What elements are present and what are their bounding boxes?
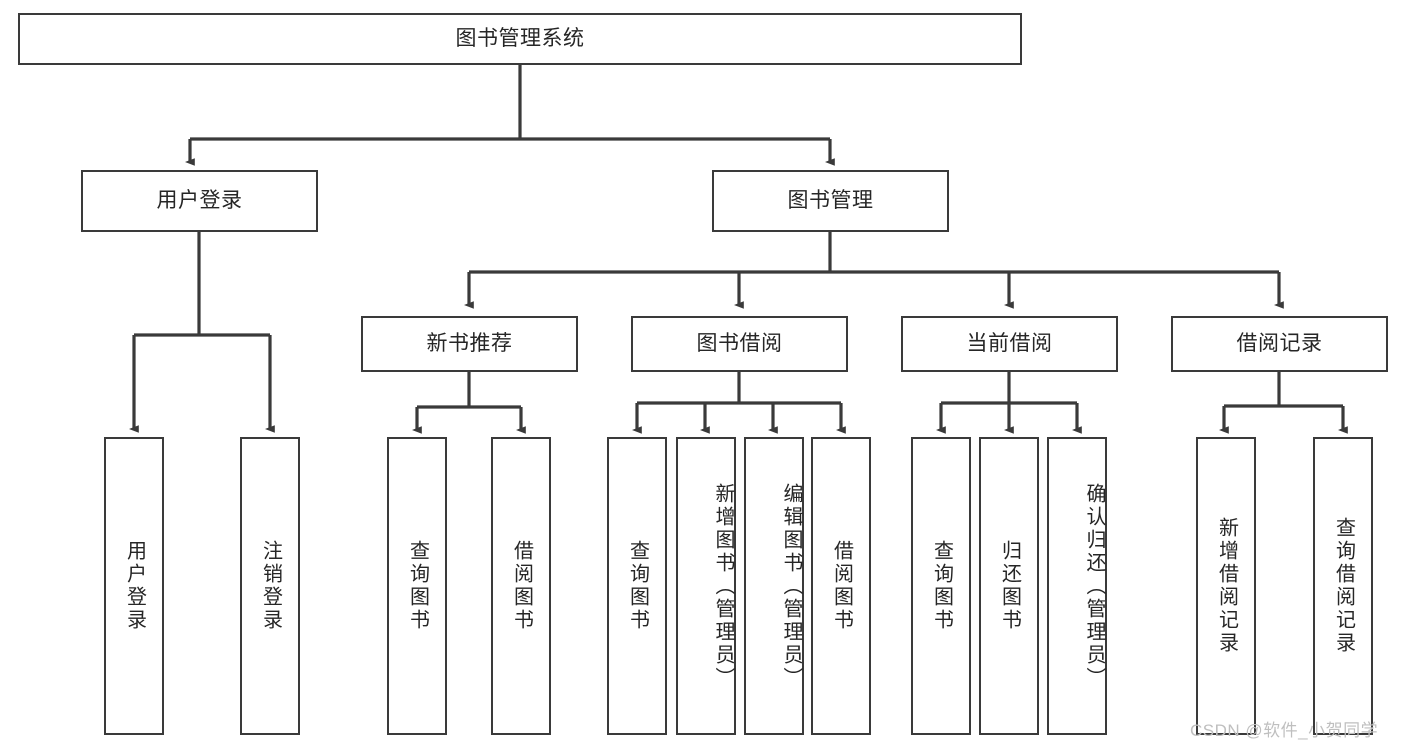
node-leaf-borrow-borrow-label: 借阅图书 [830,540,853,632]
node-current-borrow-label: 当前借阅 [966,331,1053,355]
node-leaf-records-add[interactable]: 新增借阅记录 [1196,437,1256,735]
node-root[interactable]: 图书管理系统 [18,13,1022,65]
node-leaf-current-return-label: 归还图书 [998,540,1021,632]
node-leaf-current-query[interactable]: 查询图书 [911,437,971,735]
node-leaf-newbook-borrow[interactable]: 借阅图书 [491,437,551,735]
node-leaf-borrow-edit-label: 编辑图书（管理员） [780,482,802,690]
node-new-book-recommend[interactable]: 新书推荐 [361,316,578,372]
node-leaf-borrow-query[interactable]: 查询图书 [607,437,667,735]
node-book-borrow-label: 图书借阅 [696,331,783,355]
node-borrow-records[interactable]: 借阅记录 [1171,316,1388,372]
node-leaf-current-confirm-label: 确认归还（管理员） [1083,482,1105,690]
node-leaf-user-login[interactable]: 用户登录 [104,437,164,735]
node-leaf-borrow-edit[interactable]: 编辑图书（管理员） [744,437,804,735]
node-leaf-records-query-label: 查询借阅记录 [1332,517,1355,655]
node-leaf-borrow-add[interactable]: 新增图书（管理员） [676,437,736,735]
node-current-borrow[interactable]: 当前借阅 [901,316,1118,372]
node-leaf-newbook-query[interactable]: 查询图书 [387,437,447,735]
node-leaf-user-login-label: 用户登录 [123,540,146,632]
node-leaf-current-query-label: 查询图书 [930,540,953,632]
node-book-management-label: 图书管理 [787,188,874,212]
node-borrow-records-label: 借阅记录 [1236,331,1323,355]
node-leaf-user-logout-label: 注销登录 [259,540,282,632]
node-leaf-current-confirm[interactable]: 确认归还（管理员） [1047,437,1107,735]
node-leaf-borrow-add-label: 新增图书（管理员） [712,482,734,690]
node-leaf-borrow-borrow[interactable]: 借阅图书 [811,437,871,735]
node-root-label: 图书管理系统 [455,26,585,50]
node-new-book-recommend-label: 新书推荐 [426,331,513,355]
node-leaf-current-return[interactable]: 归还图书 [979,437,1039,735]
csdn-watermark: CSDN @软件_小贺同学 [1190,721,1379,740]
node-leaf-borrow-query-label: 查询图书 [626,540,649,632]
node-book-management[interactable]: 图书管理 [712,170,949,232]
node-leaf-records-add-label: 新增借阅记录 [1215,517,1238,655]
node-leaf-newbook-query-label: 查询图书 [406,540,429,632]
node-user-login[interactable]: 用户登录 [81,170,318,232]
node-user-login-label: 用户登录 [156,188,243,212]
node-book-borrow[interactable]: 图书借阅 [631,316,848,372]
node-leaf-user-logout[interactable]: 注销登录 [240,437,300,735]
node-leaf-newbook-borrow-label: 借阅图书 [510,540,533,632]
node-leaf-records-query[interactable]: 查询借阅记录 [1313,437,1373,735]
